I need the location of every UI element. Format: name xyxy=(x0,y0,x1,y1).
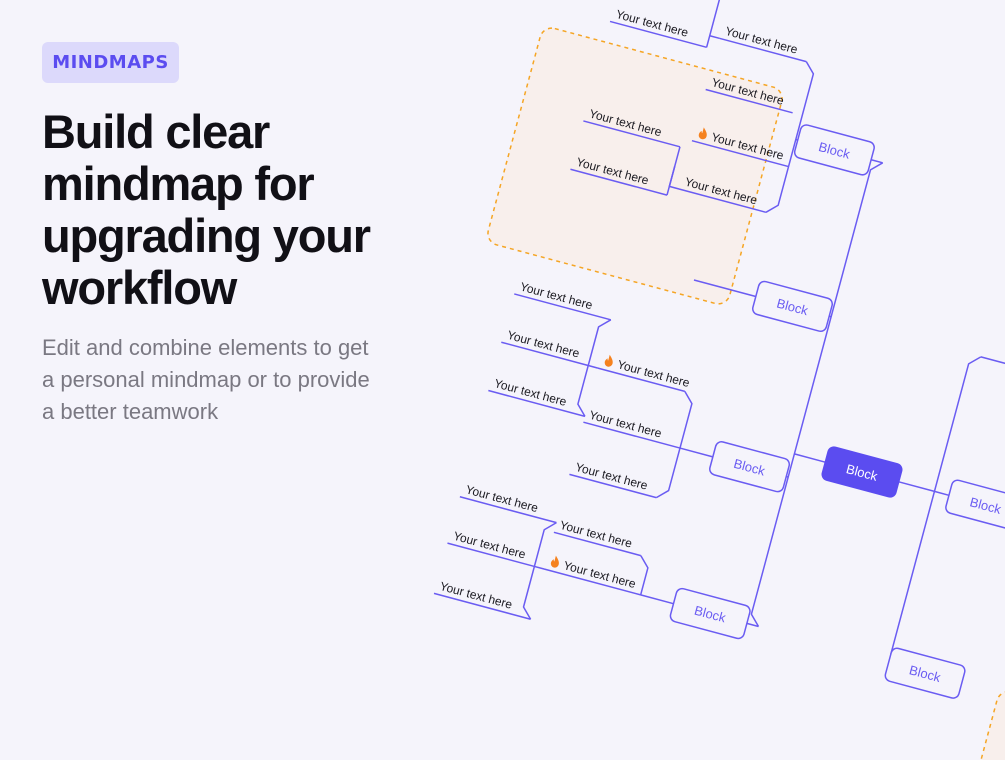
block-node[interactable]: Block xyxy=(945,479,1005,532)
block-node[interactable]: Block xyxy=(669,587,751,640)
page-headline: Build clear mindmap for upgrading your w… xyxy=(42,105,371,314)
text-node[interactable]: Your text here xyxy=(553,517,645,557)
text-node-label: Your text here xyxy=(493,376,569,409)
text-node-label: Your text here xyxy=(438,579,514,612)
text-node[interactable]: Your text here xyxy=(583,407,684,449)
block-node[interactable]: Block xyxy=(884,647,966,700)
highlight-frame-partial xyxy=(978,690,1005,760)
text-node-label: Your text here xyxy=(464,482,540,515)
text-node-label: Your text here xyxy=(452,529,528,562)
fire-icon xyxy=(604,354,613,367)
text-node-label: Your text here xyxy=(558,518,634,551)
text-node[interactable]: Your text here xyxy=(609,6,711,49)
fire-icon xyxy=(550,555,559,568)
text-node-label: Your text here xyxy=(574,460,650,493)
text-node-label: Your text here xyxy=(614,7,690,40)
text-node[interactable]: Your text here xyxy=(543,554,645,596)
section-badge: MINDMAPS xyxy=(42,42,179,83)
text-node-label: Your text here xyxy=(616,357,692,390)
text-node[interactable]: Your text here xyxy=(459,481,561,524)
text-node[interactable]: Your text here xyxy=(597,353,692,393)
text-node-label: Your text here xyxy=(724,24,800,57)
fire-icon xyxy=(698,127,707,140)
text-node[interactable]: Your text here xyxy=(433,578,535,620)
highlight-frame[interactable] xyxy=(485,25,784,306)
page-subtitle: Edit and combine elements to get a perso… xyxy=(42,335,370,424)
text-node[interactable]: Your text here xyxy=(488,375,589,418)
text-node-label: Your text here xyxy=(562,558,638,591)
text-node-label: Your text here xyxy=(588,408,664,441)
block-node[interactable]: Block xyxy=(793,124,875,177)
text-node[interactable]: Your text here xyxy=(719,23,810,63)
block-node[interactable]: Block xyxy=(708,440,791,493)
central-block[interactable]: Block xyxy=(821,446,903,499)
text-node[interactable]: Your text here xyxy=(514,278,615,321)
text-node[interactable]: Your text here xyxy=(501,327,592,367)
text-node[interactable]: Your text here xyxy=(569,459,660,499)
block-node[interactable]: Block xyxy=(751,280,834,333)
text-node-label: Your text here xyxy=(519,280,595,313)
text-node[interactable]: Your text here xyxy=(447,528,538,568)
text-node-label: Your text here xyxy=(506,328,582,361)
